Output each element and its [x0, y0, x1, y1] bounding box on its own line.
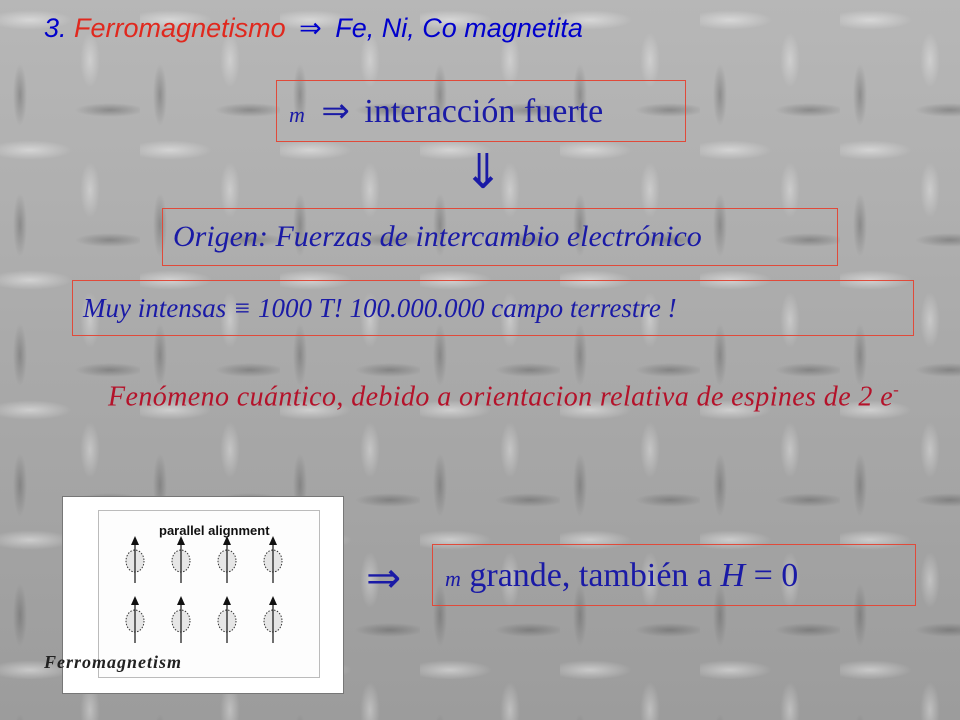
ferromagnetism-figure: parallel alignment [62, 496, 344, 694]
spin-arrow-icon [217, 596, 237, 643]
quantum-text: Fenómeno cuántico, debido a orientacion … [108, 381, 894, 413]
title-word: Ferromagnetismo [74, 13, 286, 43]
interaction-text: interacción fuerte [364, 93, 604, 130]
spin-arrow-icon [171, 536, 191, 583]
origin-box: Origen: Fuerzas de intercambio electróni… [162, 208, 838, 266]
spin-arrow-icon [263, 596, 283, 643]
title-number: 3. [44, 13, 67, 43]
field-symbol: H [720, 557, 746, 594]
electron-charge-sup: - [893, 380, 900, 399]
result-box: m grande, también a H = 0 [432, 544, 916, 606]
implies-arrow-icon: ⇒ [321, 93, 350, 130]
interaction-box: m ⇒ interacción fuerte [276, 80, 686, 142]
result-arrow-icon: ⇒ [366, 556, 402, 602]
figure-title: parallel alignment [159, 523, 270, 538]
title-materials: Fe, Ni, Co magnetita [335, 13, 583, 43]
magnetic-moment-symbol: m [289, 102, 305, 127]
down-arrow-icon: ⇓ [462, 146, 504, 199]
intensity-box: Muy intensas ≡ 1000 T! 100.000.000 campo… [72, 280, 914, 336]
spin-arrow-icon [125, 536, 145, 583]
result-text: grande, también a [469, 557, 713, 594]
spin-arrow-icon [125, 596, 145, 643]
spin-arrow-icon [171, 596, 191, 643]
spin-arrow-icon [263, 536, 283, 583]
figure-panel: parallel alignment [98, 510, 320, 678]
implies-arrow-icon: ⇒ [299, 13, 322, 43]
magnetic-moment-symbol: m [445, 566, 461, 591]
spin-arrow-icon [217, 536, 237, 583]
origin-text: Origen: Fuerzas de intercambio electróni… [173, 220, 702, 253]
quantum-paragraph: Fenómeno cuántico, debido a orientacion … [108, 370, 908, 417]
result-equals-zero: = 0 [753, 557, 799, 594]
intensity-text: Muy intensas ≡ 1000 T! 100.000.000 campo… [83, 293, 677, 323]
spin-diagram [125, 536, 283, 643]
figure-caption: Ferromagnetism [44, 652, 183, 672]
slide-title: 3. Ferromagnetismo ⇒ Fe, Ni, Co magnetit… [44, 10, 583, 46]
